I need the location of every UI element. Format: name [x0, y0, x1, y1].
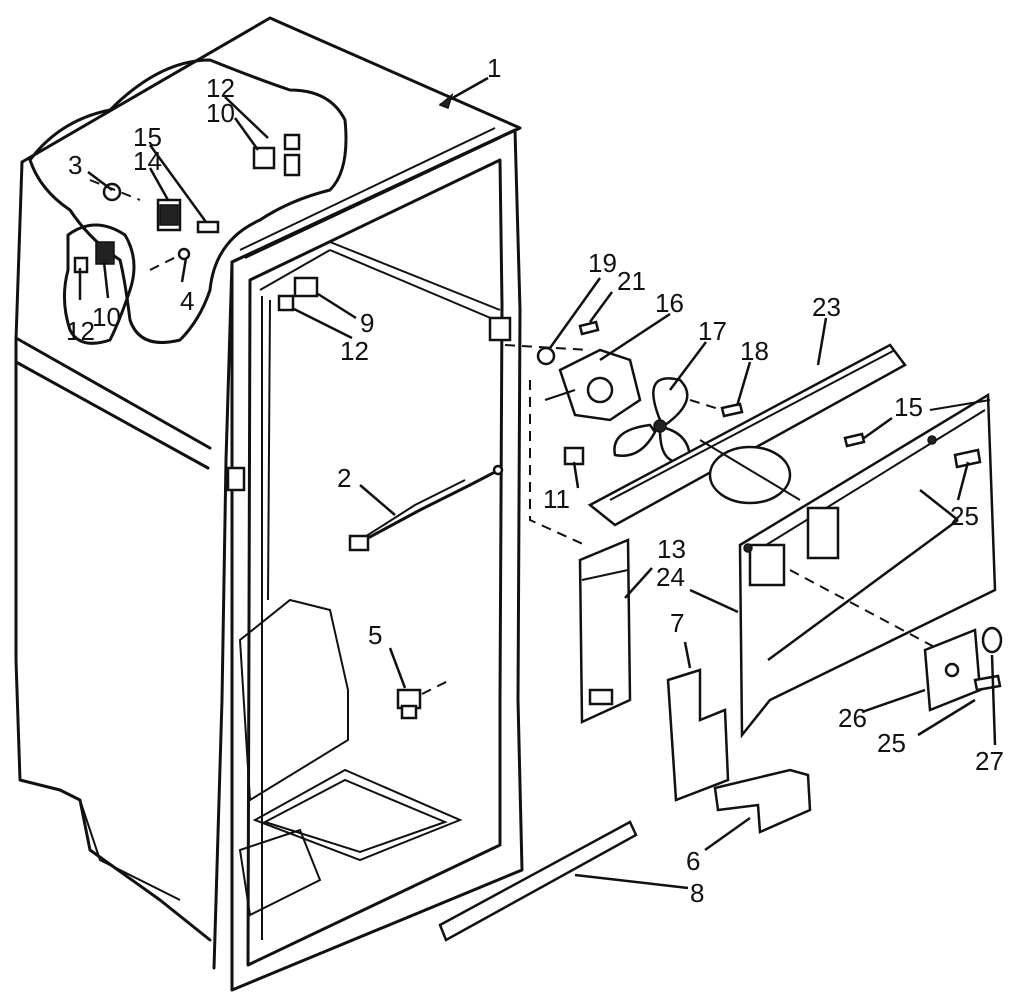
- leader-arrows: [78, 76, 997, 890]
- part-18-screw: [689, 399, 744, 418]
- callout-10-left: 10: [92, 302, 121, 332]
- callout-11: 11: [543, 484, 570, 514]
- callout-9: 9: [360, 308, 374, 338]
- callout-25-lower: 25: [877, 728, 906, 758]
- part-25-screw-upper: [953, 448, 982, 469]
- part-24-evaporator-cover: [738, 392, 997, 739]
- callout-21: 21: [617, 266, 646, 296]
- callout-25-upper: 25: [950, 501, 979, 531]
- part-8-trim-strip: [438, 820, 638, 942]
- part-19-grommet: [536, 346, 556, 366]
- callout-8: 8: [690, 878, 704, 908]
- callout-12-mid: 12: [340, 336, 369, 366]
- part-5-light-socket: [396, 679, 451, 720]
- callout-19: 19: [588, 248, 617, 278]
- cutaway-detail-top: [28, 58, 348, 344]
- part-26-plate: [923, 628, 982, 712]
- callout-12-left: 12: [66, 316, 95, 346]
- part-9-bracket: [277, 276, 319, 312]
- callout-15-right: 15: [894, 392, 923, 422]
- part-27-plug: [981, 626, 1003, 654]
- callout-7: 7: [670, 608, 684, 638]
- callout-27: 27: [975, 746, 1004, 776]
- callout-labels: 1 12 10 15 14 3 4 12 10 9 12 2 5 19 21 1…: [66, 53, 1004, 908]
- callout-12-top: 12: [206, 73, 235, 103]
- part-15-screw: [843, 432, 866, 448]
- part-13-air-duct: [578, 538, 632, 724]
- part-11-clip: [563, 446, 585, 466]
- part-16-fan-motor: [544, 348, 642, 422]
- part-21-screw: [578, 320, 600, 336]
- callout-6: 6: [686, 846, 700, 876]
- callout-14: 14: [133, 146, 162, 176]
- callout-13: 13: [657, 534, 686, 564]
- callout-4: 4: [180, 286, 194, 316]
- callout-2: 2: [337, 463, 351, 493]
- callout-16: 16: [655, 288, 684, 318]
- part-23-fan-shroud: [587, 343, 907, 527]
- callout-5: 5: [368, 620, 382, 650]
- part-7-baffle: [666, 668, 730, 802]
- callout-10-top: 10: [206, 98, 235, 128]
- part-6-bracket: [713, 768, 812, 834]
- callout-23: 23: [812, 292, 841, 322]
- callout-18: 18: [740, 336, 769, 366]
- refrigerator-cabinet: [14, 16, 591, 992]
- cutaway-detail-left: [63, 223, 136, 345]
- callout-17: 17: [698, 316, 727, 346]
- callout-26: 26: [838, 703, 867, 733]
- callout-15-left: 15: [133, 122, 162, 152]
- callout-1: 1: [487, 53, 501, 83]
- part-25-screw-lower: [973, 674, 1002, 692]
- callout-24: 24: [656, 562, 685, 592]
- callout-3: 3: [68, 150, 82, 180]
- part-2-wire-harness: [348, 464, 504, 552]
